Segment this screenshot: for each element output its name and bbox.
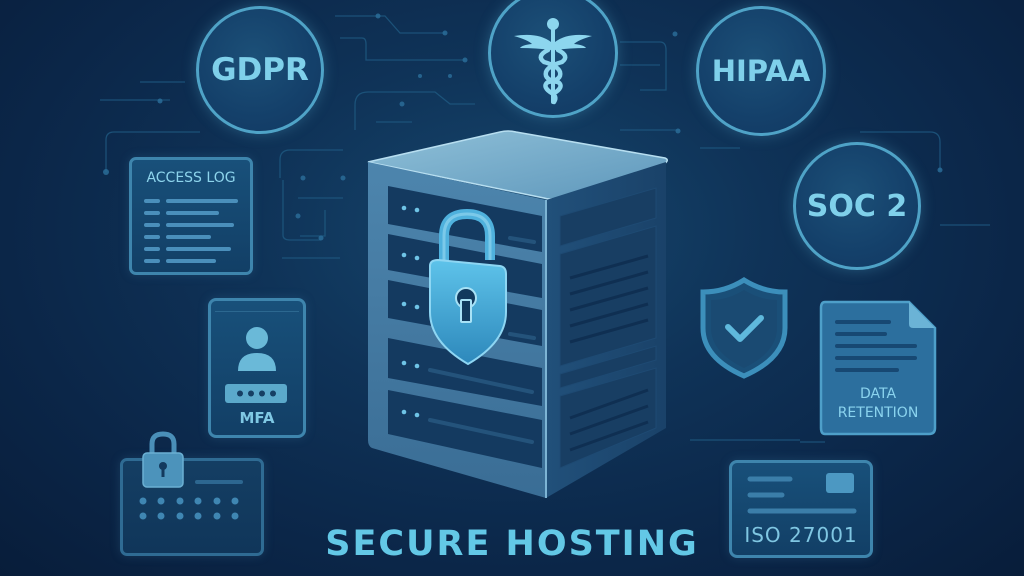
medical-badge (488, 0, 618, 118)
iso-label: ISO 27001 (744, 523, 858, 547)
padlock-icon (142, 431, 184, 488)
soc2-badge: SOC 2 (793, 142, 921, 270)
soc2-label: SOC 2 (806, 188, 908, 224)
gdpr-label: GDPR (211, 52, 309, 88)
access-log-label: ACCESS LOG (146, 170, 236, 186)
data-retention-line1: DATA (859, 386, 897, 402)
caduceus-icon (514, 18, 592, 105)
keypad-dots-icon (139, 497, 239, 520)
server-lock-icon (367, 130, 668, 498)
password-field-icon (225, 384, 287, 403)
certificate-card-icon (747, 473, 857, 514)
mfa-card: MFA (208, 298, 306, 438)
page-title: SECURE HOSTING (325, 524, 699, 564)
document-icon (819, 300, 937, 436)
mfa-divider (215, 311, 299, 312)
shield-check-icon (700, 277, 788, 379)
iso-27001-card: ISO 27001 (729, 460, 873, 558)
user-icon (238, 327, 276, 371)
hipaa-badge: HIPAA (696, 6, 826, 136)
line-icon (195, 480, 243, 484)
data-retention-line2: RETENTION (837, 405, 919, 421)
gdpr-badge: GDPR (196, 6, 324, 134)
access-log-card: ACCESS LOG (129, 157, 253, 275)
list-lines-icon (144, 199, 238, 263)
mfa-label: MFA (239, 409, 275, 427)
data-retention-card: DATA RETENTION (819, 300, 937, 436)
hipaa-label: HIPAA (711, 54, 811, 88)
